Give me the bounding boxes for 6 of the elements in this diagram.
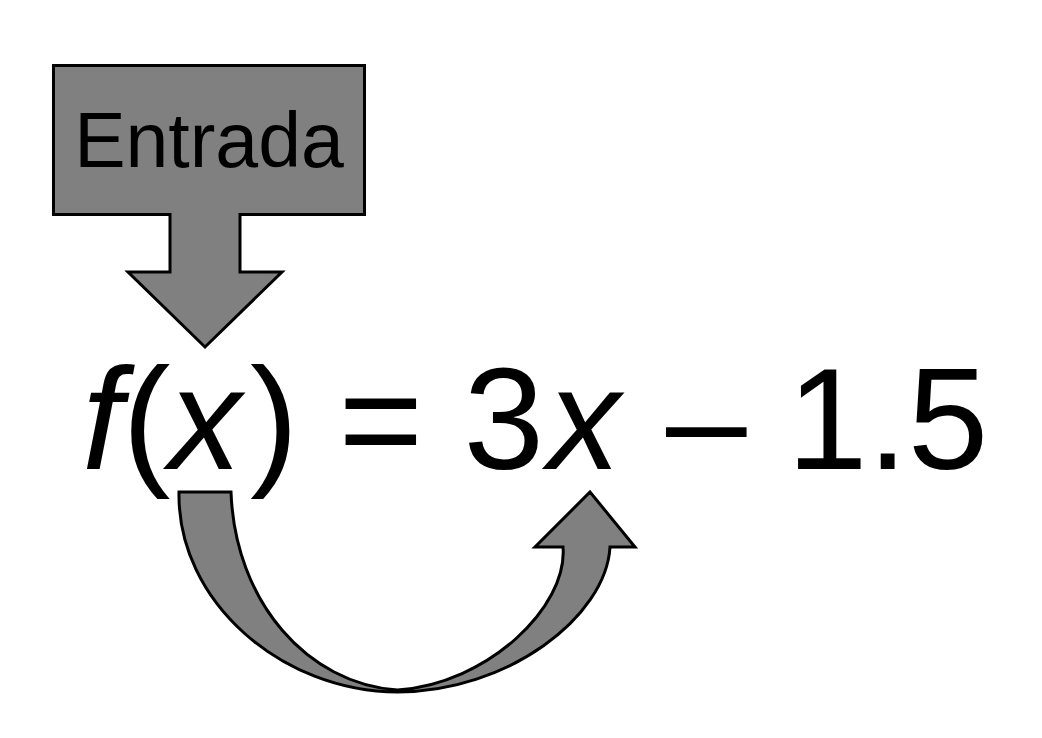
callout-box: [52, 64, 366, 216]
equation-text: – 1.5: [665, 337, 990, 502]
callout-text: Entrada: [74, 101, 344, 179]
curved-arrow: [177, 490, 637, 694]
equation-variable: x: [544, 347, 624, 492]
block-arrow: [124, 211, 286, 350]
